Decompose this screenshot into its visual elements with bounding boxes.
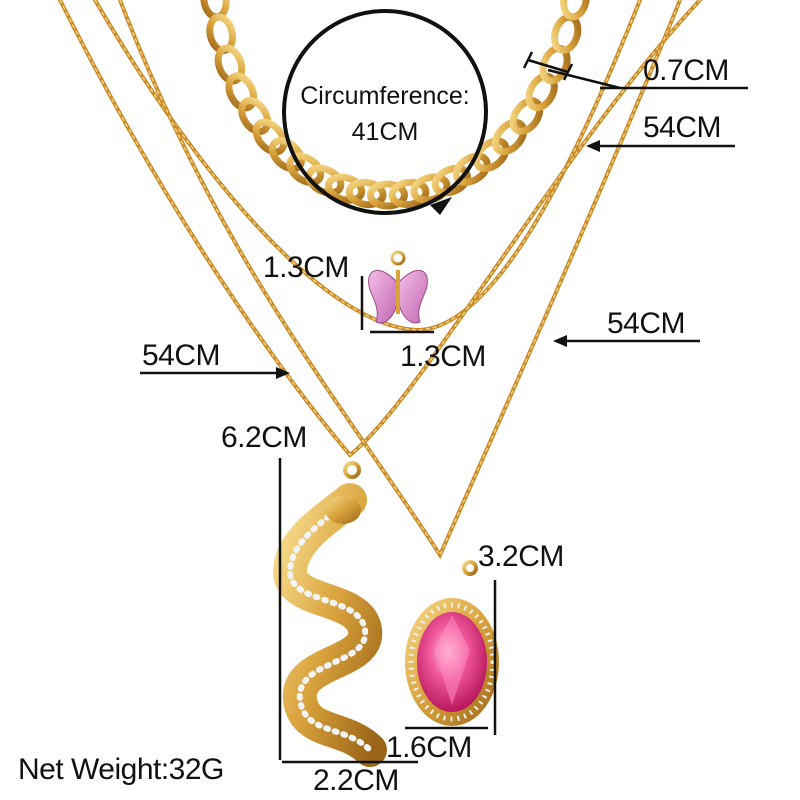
gem-width-label: 1.6CM xyxy=(386,731,472,764)
circumference-arrow-icon xyxy=(430,197,452,215)
circumference-circle xyxy=(282,9,488,215)
chain4-length-label: 54CM xyxy=(142,339,221,372)
chain3-length-label: 54CM xyxy=(607,307,686,340)
curb-chain-link xyxy=(491,118,528,156)
curb-chain-link xyxy=(509,97,544,135)
circumference-title: Circumference: xyxy=(300,82,470,110)
net-weight-label: Net Weight:32G xyxy=(18,753,224,786)
thin-chain-3 xyxy=(118,0,682,560)
gem-height-label: 3.2CM xyxy=(478,540,564,573)
snake-height-label: 6.2CM xyxy=(221,421,307,454)
curb-chain-link xyxy=(225,72,258,112)
arrow-icons xyxy=(276,140,600,379)
circumference-label: Circumference: 41CM xyxy=(280,78,490,150)
thin-chain-1 xyxy=(93,0,642,333)
curb-chain-link xyxy=(551,13,582,54)
measurement-lines xyxy=(140,51,748,764)
curb-chain-link xyxy=(388,178,430,209)
butterfly-height-label: 1.3CM xyxy=(263,251,349,284)
curb-chain-link xyxy=(238,96,272,136)
curb-chain-link xyxy=(286,152,325,186)
curb-chain-link xyxy=(472,137,510,173)
butterfly-pendant xyxy=(368,250,428,324)
thin-chain-2 xyxy=(58,0,702,458)
curb-chain-link xyxy=(325,173,366,204)
snake-width-label: 2.2CM xyxy=(313,764,399,797)
curb-chain-link xyxy=(367,180,408,210)
curb-chain-link xyxy=(252,118,288,156)
curb-chain-link xyxy=(345,178,387,209)
snake-pendant xyxy=(273,461,387,767)
circumference-value: 41CM xyxy=(351,118,419,146)
chain2-length-label: 54CM xyxy=(643,111,722,144)
curb-chain-link xyxy=(560,0,590,21)
curb-chain-link xyxy=(214,44,246,85)
butterfly-width-label: 1.3CM xyxy=(400,340,486,373)
curb-chain-link xyxy=(452,152,491,186)
chain-width-label: 0.7CM xyxy=(643,54,729,87)
gem-pendant xyxy=(405,560,499,726)
curb-chain-link xyxy=(410,173,451,204)
